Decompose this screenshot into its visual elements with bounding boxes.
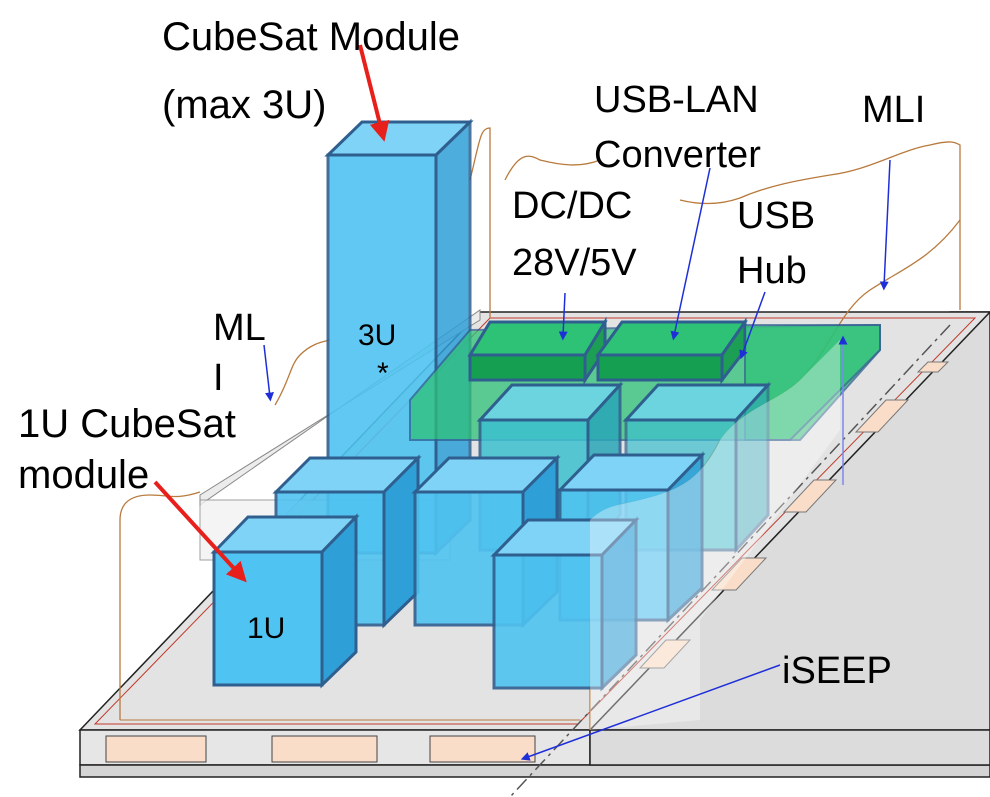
iseep-pad <box>271 735 378 763</box>
label-usb-lan-line2: Converter <box>594 134 761 176</box>
cube-1u-side <box>320 513 358 689</box>
label-1u-tag: 1U <box>247 612 285 645</box>
iseep-pad <box>638 639 692 669</box>
blue-cube-side <box>666 451 704 624</box>
arrow-iseep <box>520 664 781 761</box>
mli-curtain-top-right <box>679 141 961 310</box>
label-dcdc-line2: 28V/5V <box>512 242 637 284</box>
dcdc-board-top <box>467 320 608 357</box>
blue-cube-side <box>600 516 638 692</box>
label-iseep: iSEEP <box>782 650 892 692</box>
iseep-pad <box>105 735 207 763</box>
arrow-mli-right <box>879 159 891 291</box>
teal-cube-side <box>734 381 770 554</box>
dcdc-board-front <box>468 353 587 382</box>
label-usb-hub-line1: USB <box>737 195 815 237</box>
iseep-pad <box>429 735 536 763</box>
arrow-dcdc <box>558 292 568 341</box>
label-3u-tag-line1: 3U <box>358 319 396 352</box>
label-1u-cubesat-line2: module <box>18 453 149 497</box>
mli-curtain-left <box>119 491 201 720</box>
mli-curtain-back-left <box>274 339 331 406</box>
arrow-cubesat-module <box>358 44 390 142</box>
right-front-face <box>589 729 990 766</box>
label-usb-hub-line2: Hub <box>737 250 807 292</box>
label-cubesat-module-line2: (max 3U) <box>162 83 326 127</box>
iseep-pad <box>782 479 838 513</box>
diagonal-rail-pads <box>638 361 950 669</box>
callout-arrows <box>153 44 891 761</box>
diagram-labels: CubeSat Module (max 3U) USB-LAN Converte… <box>18 15 925 692</box>
mli-curtain-back <box>469 127 491 318</box>
usb-lan-board-top <box>595 320 748 357</box>
label-1u-cubesat-line1: 1U CubeSat <box>18 402 236 446</box>
rail-base-strip <box>79 764 990 778</box>
label-dcdc-line1: DC/DC <box>512 185 632 227</box>
blue-cube-front <box>492 553 604 690</box>
label-mli-left-line2: I <box>213 357 224 399</box>
label-3u-tag-line2: * <box>377 357 389 390</box>
mli-overlay-right <box>590 340 840 730</box>
label-mli-left-line1: ML <box>213 307 266 349</box>
usb-lan-board-front <box>596 353 724 382</box>
iseep-pad <box>710 557 768 591</box>
arrow-mli-left <box>263 344 274 402</box>
label-cubesat-module-line1: CubeSat Module <box>162 15 460 59</box>
iseep-pad <box>916 361 950 373</box>
arrow-usb-lan <box>670 167 711 341</box>
arrow-1u-cubesat <box>153 480 247 583</box>
arrow-usb-hub <box>739 291 766 360</box>
mli-curtain-top <box>504 155 601 181</box>
iseep-pad <box>854 399 910 433</box>
label-mli-right: MLI <box>862 89 925 131</box>
front-module-row <box>210 513 640 692</box>
label-usb-lan-line1: USB-LAN <box>594 79 759 121</box>
